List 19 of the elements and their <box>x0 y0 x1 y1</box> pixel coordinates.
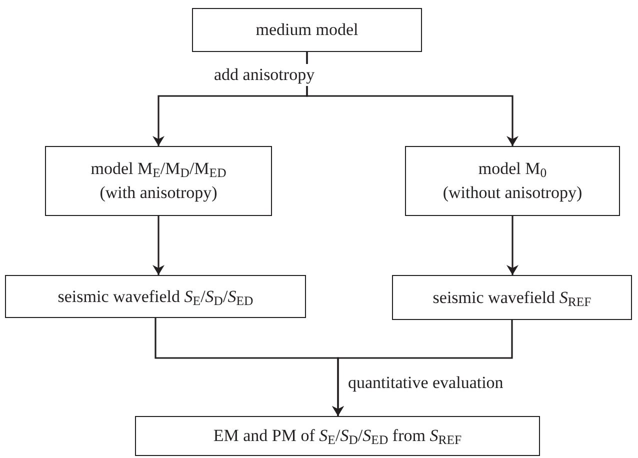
process-box <box>45 146 272 216</box>
arrow <box>506 216 518 275</box>
process-box <box>392 275 632 320</box>
process-box <box>135 416 540 456</box>
box-text: model M$_{E}$/M$_{D}$/M$_{ED}$ <box>90 158 226 181</box>
box-text: seismic wavefield S$_{E}$/S$_{D}$/S$_{ED}$ <box>58 286 254 308</box>
process-box <box>192 8 422 52</box>
edge-label: add anisotropy <box>212 64 317 86</box>
arrow <box>332 320 513 416</box>
arrow <box>152 216 164 275</box>
box-text: model M$_{0}$ <box>478 158 547 181</box>
process-box <box>5 275 306 318</box>
box-text: seismic wavefield S$_{REF}$ <box>432 286 592 310</box>
box-text: (without anisotropy) <box>442 182 582 204</box>
box-text: EM and PM of S$_{E}$/S$_{D}$/S$_{ED}$ from S$_{REF}$ <box>213 425 462 448</box>
process-box <box>405 146 620 216</box>
box-text: (with anisotropy) <box>100 182 218 204</box>
arrow <box>306 52 518 146</box>
box-text: medium model <box>256 19 358 41</box>
